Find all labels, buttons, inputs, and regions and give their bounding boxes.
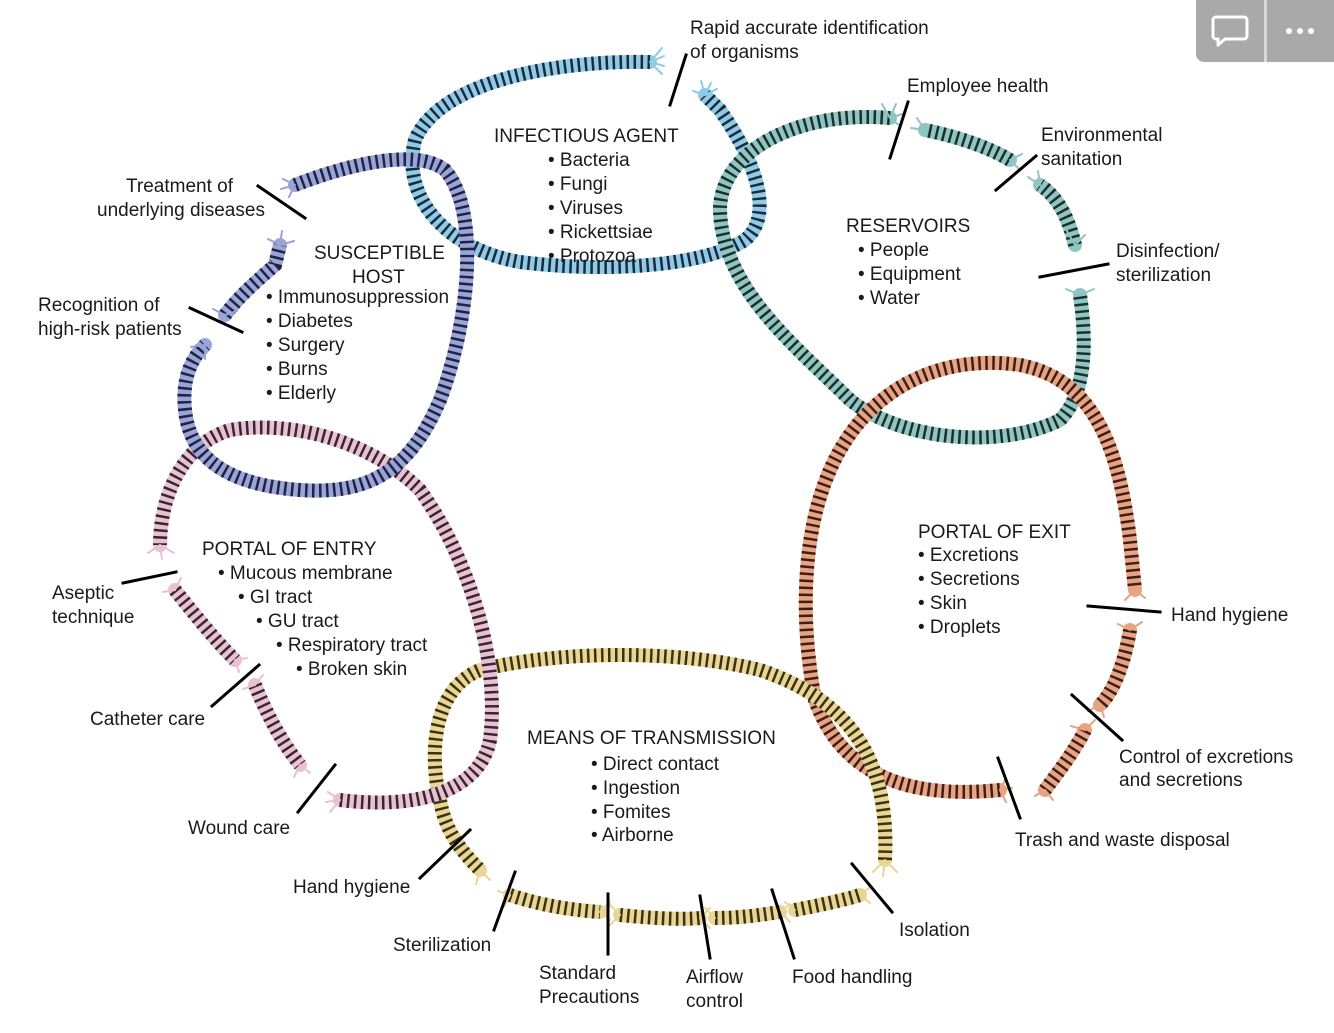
node-item: • Diabetes <box>266 311 353 332</box>
node-title: PORTAL OF ENTRY <box>202 539 377 560</box>
break-label-control-excretions: and secretions <box>1119 770 1243 791</box>
node-item: • Fungi <box>548 174 607 195</box>
break-label-disinfection: sterilization <box>1116 265 1211 286</box>
break-label-aseptic: technique <box>52 607 134 628</box>
node-item: • GU tract <box>256 611 339 632</box>
node-item: • Rickettsiae <box>548 222 653 243</box>
break-label-standard-precautions: Standard <box>539 963 616 984</box>
rope-portal-of-exit <box>798 355 1146 803</box>
node-item: • People <box>858 240 929 261</box>
node-item: • Bacteria <box>548 150 630 171</box>
break-label-catheter-care: Catheter care <box>90 709 205 730</box>
break-label-employee-health: Employee health <box>907 76 1049 97</box>
node-title: HOST <box>352 267 405 288</box>
break-label-treatment: Treatment of <box>126 176 234 197</box>
break-label-aseptic: Aseptic <box>52 583 114 604</box>
break-label-food-handling: Food handling <box>792 967 912 988</box>
break-label-wound-care: Wound care <box>188 818 290 839</box>
break-label-recognition: Recognition of <box>38 295 160 316</box>
node-item: • Secretions <box>918 569 1020 590</box>
node-item: • Ingestion <box>591 778 680 799</box>
node-title: PORTAL OF EXIT <box>918 522 1071 543</box>
break-labels: Rapid accurate identification of organis… <box>38 18 1293 1012</box>
node-title: INFECTIOUS AGENT <box>494 126 679 147</box>
top-toolbar <box>1196 0 1334 62</box>
node-item: • GI tract <box>238 587 313 608</box>
node-portal-of-exit: PORTAL OF EXIT • Excretions • Secretions… <box>918 522 1071 638</box>
break-label-standard-precautions: Precautions <box>539 987 639 1008</box>
break-label-isolation: Isolation <box>899 920 970 941</box>
node-item: • Elderly <box>266 383 337 404</box>
node-title: MEANS OF TRANSMISSION <box>527 728 776 749</box>
break-label-recognition: high-risk patients <box>38 319 182 340</box>
rope-reservoirs <box>712 103 1095 445</box>
node-portal-of-entry: PORTAL OF ENTRY • Mucous membrane • GI t… <box>202 539 428 680</box>
break-label-rapid-id: Rapid accurate identification <box>690 18 929 39</box>
node-item: • Surgery <box>266 335 345 356</box>
rope-infectious-agent <box>405 47 767 274</box>
break-label-env-sanitation: sanitation <box>1041 149 1122 170</box>
break-label-treatment: underlying diseases <box>97 200 265 221</box>
node-item: • Direct contact <box>591 754 720 775</box>
node-item: • Skin <box>918 593 967 614</box>
rope-susceptible-host <box>177 152 475 498</box>
more-icon <box>1286 28 1315 34</box>
node-item: • Viruses <box>548 198 623 219</box>
node-item: • Droplets <box>918 617 1001 638</box>
node-title: RESERVOIRS <box>846 216 970 237</box>
break-label-sterilization: Sterilization <box>393 935 491 956</box>
break-label-hand-hygiene-exit: Hand hygiene <box>1171 605 1288 626</box>
node-susceptible-host: SUSCEPTIBLE HOST • Immunosuppression • D… <box>266 243 449 404</box>
break-marks <box>121 53 1162 960</box>
break-label-control-excretions: Control of excretions <box>1119 747 1293 768</box>
break-label-trash: Trash and waste disposal <box>1015 830 1230 851</box>
node-means-of-transmission: MEANS OF TRANSMISSION • Direct contact •… <box>527 728 776 846</box>
node-item: • Equipment <box>858 264 961 285</box>
node-item: • Water <box>858 288 921 309</box>
node-item: • Fomites <box>591 802 671 823</box>
node-infectious-agent: INFECTIOUS AGENT • Bacteria • Fungi • Vi… <box>494 126 679 267</box>
break-label-rapid-id: of organisms <box>690 42 799 63</box>
node-item: • Burns <box>266 359 328 380</box>
break-label-hand-hygiene-entry: Hand hygiene <box>293 877 410 898</box>
break-label-disinfection: Disinfection/ <box>1116 241 1220 262</box>
node-title: SUSCEPTIBLE <box>314 243 445 264</box>
break-label-airflow: control <box>686 991 743 1012</box>
break-label-env-sanitation: Environmental <box>1041 125 1162 146</box>
node-item: • Mucous membrane <box>218 563 393 584</box>
node-reservoirs: RESERVOIRS • People • Equipment • Water <box>846 216 970 309</box>
node-item: • Broken skin <box>296 659 407 680</box>
node-item: • Protozoa <box>548 246 636 267</box>
rope-means-of-transmission <box>427 648 898 929</box>
node-item: • Respiratory tract <box>276 635 428 656</box>
node-item: • Excretions <box>918 545 1019 566</box>
toolbar-divider <box>1263 0 1267 62</box>
comment-icon <box>1211 15 1249 47</box>
node-item: • Immunosuppression <box>266 287 449 308</box>
more-button[interactable] <box>1267 0 1334 62</box>
break-label-airflow: Airflow <box>686 967 743 988</box>
node-item: • Airborne <box>591 825 674 846</box>
comment-button[interactable] <box>1196 0 1264 62</box>
